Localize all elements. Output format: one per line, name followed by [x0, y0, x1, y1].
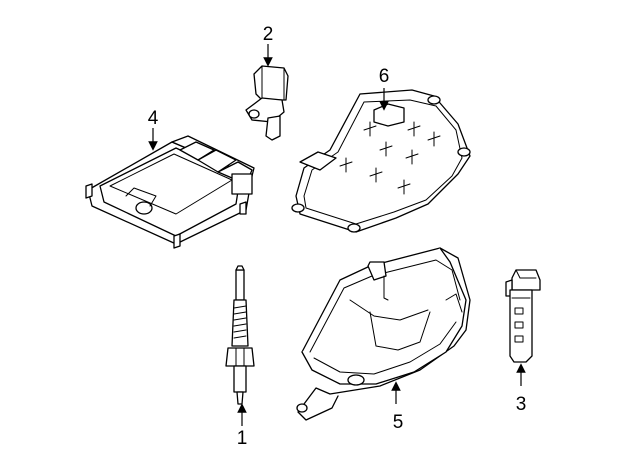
part-2-sensor[interactable] [245, 65, 289, 141]
callout-5: 5 [391, 381, 404, 433]
callout-2: 2 [263, 24, 274, 67]
callout-4-label: 4 [148, 108, 159, 129]
callout-6: 6 [379, 66, 390, 111]
callout-2-label: 2 [263, 24, 274, 45]
part-1-glow-plug[interactable] [225, 265, 255, 405]
part-4-control-module[interactable] [85, 135, 255, 249]
callout-3: 3 [516, 363, 527, 415]
part-3-mass-air-sensor[interactable] [505, 269, 541, 363]
callout-1: 1 [237, 403, 248, 449]
callout-5-label: 5 [393, 412, 404, 433]
callout-6-label: 6 [379, 66, 390, 87]
callout-4: 4 [148, 108, 159, 151]
callout-3-label: 3 [516, 394, 527, 415]
callout-1-label: 1 [237, 428, 248, 449]
part-5-housing[interactable] [296, 247, 471, 421]
part-6-cover[interactable] [291, 89, 471, 233]
